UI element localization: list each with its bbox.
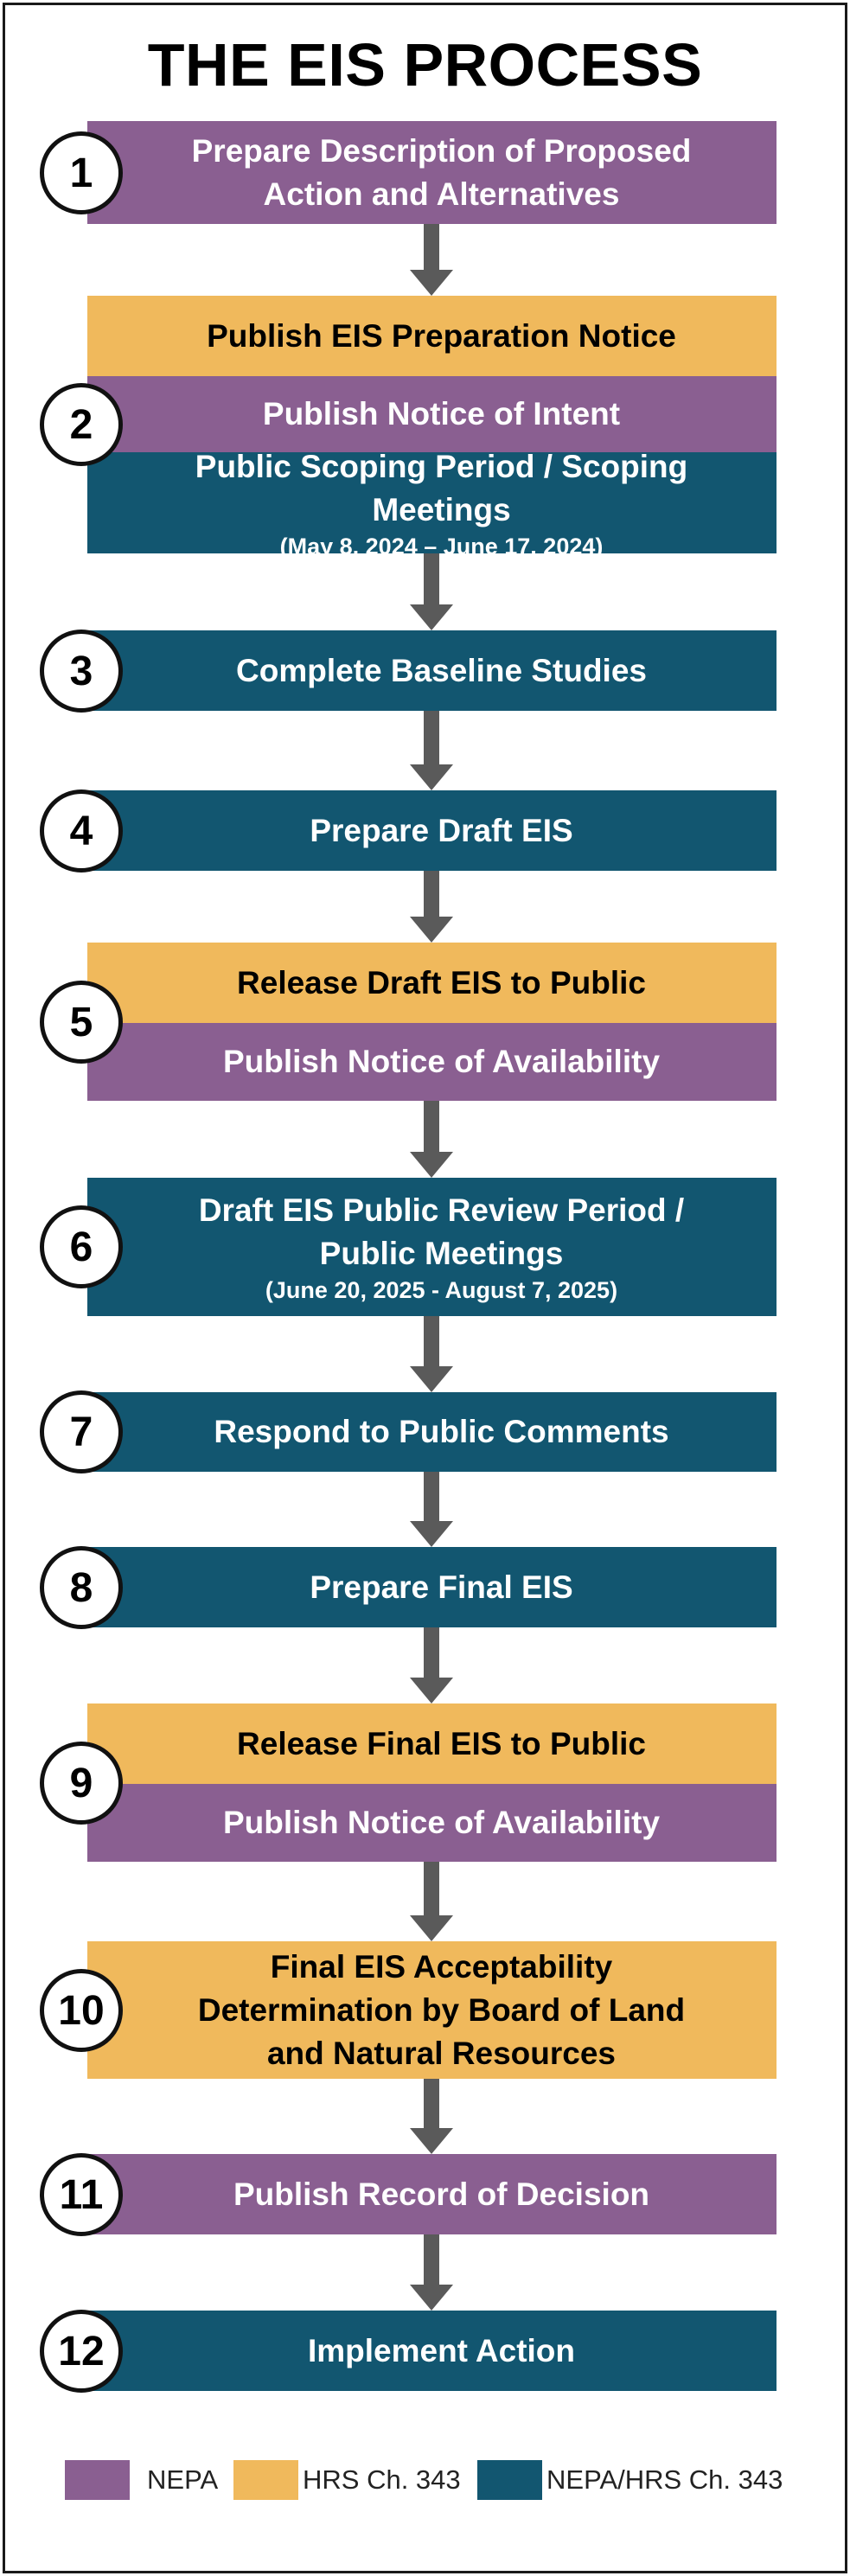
step-number-badge: 4: [40, 789, 123, 873]
step-5-band-1: Release Draft EIS to Public: [87, 943, 777, 1023]
legend-swatch-orange: [233, 2460, 298, 2500]
step-6-band-1: Draft EIS Public Review Period / Public M…: [87, 1178, 777, 1316]
step-label-line: and Natural Resources: [266, 2035, 617, 2071]
step-9-band-1: Release Final EIS to Public: [87, 1703, 777, 1784]
step-number-badge: 10: [40, 1969, 123, 2052]
step-9-band-2: Publish Notice of Availability: [87, 1784, 777, 1862]
step-label-line: Prepare Description of Proposed: [191, 132, 692, 169]
step-3-band-1: Complete Baseline Studies: [87, 630, 777, 711]
step-date-range: (May 8, 2024 – June 17, 2024): [279, 533, 604, 559]
flow-arrow-icon: [410, 553, 453, 630]
page-title: THE EIS PROCESS: [147, 31, 703, 99]
step-label-line: Publish Notice of Availability: [222, 1805, 661, 1840]
step-label-line: Publish Notice of Availability: [222, 1044, 661, 1079]
step-2-band-3: Public Scoping Period / Scoping Meetings…: [87, 449, 777, 559]
step-label-line: Release Draft EIS to Public: [237, 964, 646, 1000]
flow-arrow-icon: [410, 2079, 453, 2154]
step-2-band-1: Publish EIS Preparation Notice: [87, 296, 777, 376]
step-label-line: Prepare Draft EIS: [310, 812, 573, 848]
step-7-band-1: Respond to Public Comments: [87, 1392, 777, 1472]
step-number-badge: 9: [40, 1742, 123, 1825]
step-number-badge: 5: [40, 981, 123, 1064]
flow-arrow-icon: [410, 1316, 453, 1392]
legend: NEPA HRS Ch. 343 NEPA/HRS Ch. 343: [0, 2456, 850, 2504]
step-number-badge: 6: [40, 1205, 123, 1288]
legend-label: NEPA: [147, 2464, 219, 2495]
step-number-badge: 7: [40, 1390, 123, 1473]
step-2-band-2: Publish Notice of Intent: [87, 376, 777, 452]
step-label-line: Determination by Board of Land: [197, 1991, 686, 2028]
step-12-band-1: Implement Action: [87, 2311, 777, 2391]
step-label-line: Public Scoping Period / Scoping Meetings: [195, 448, 688, 527]
flow-arrow-icon: [410, 871, 453, 943]
step-label-line: Prepare Final EIS: [310, 1569, 573, 1605]
step-number-badge: 11: [40, 2153, 123, 2236]
step-date-range: (June 20, 2025 - August 7, 2025): [265, 1277, 618, 1303]
flow-arrow-icon: [410, 1862, 453, 1941]
flow-arrow-icon: [410, 2234, 453, 2311]
step-label-line: Publish EIS Preparation Notice: [207, 317, 676, 354]
step-label-line: Final EIS Acceptability: [270, 1948, 613, 1985]
step-number-badge: 3: [40, 630, 123, 713]
step-11-band-1: Publish Record of Decision: [87, 2154, 777, 2234]
step-4-band-1: Prepare Draft EIS: [87, 790, 777, 871]
legend-swatch-purple: [65, 2460, 130, 2500]
flow-arrow-icon: [410, 224, 453, 296]
flow-arrow-icon: [410, 1472, 453, 1547]
step-label-line: Action and Alternatives: [263, 176, 620, 212]
step-label-line: Publish Notice of Intent: [262, 396, 621, 431]
legend-label: HRS Ch. 343: [303, 2464, 461, 2495]
step-label-line: Publish Record of Decision: [233, 2176, 650, 2212]
step-label-line: Release Final EIS to Public: [237, 1725, 646, 1761]
step-label-line: Respond to Public Comments: [214, 1414, 669, 1449]
step-5-band-2: Publish Notice of Availability: [87, 1023, 777, 1101]
legend-label: NEPA/HRS Ch. 343: [546, 2464, 783, 2495]
flow-arrow-icon: [410, 711, 453, 790]
diagram-frame: [3, 3, 847, 2573]
step-8-band-1: Prepare Final EIS: [87, 1547, 777, 1627]
step-number-badge: 2: [40, 383, 123, 466]
step-number-badge: 8: [40, 1546, 123, 1629]
flow-arrow-icon: [410, 1627, 453, 1703]
step-label-line: Draft EIS Public Review Period /: [198, 1192, 685, 1228]
step-label-line: Public Meetings: [319, 1236, 564, 1271]
step-label-line: Implement Action: [307, 2332, 576, 2368]
step-label-line: Complete Baseline Studies: [236, 652, 647, 688]
legend-swatch-teal: [477, 2460, 542, 2500]
step-number-badge: 12: [40, 2310, 123, 2393]
flow-arrow-icon: [410, 1101, 453, 1178]
step-number-badge: 1: [40, 131, 123, 214]
